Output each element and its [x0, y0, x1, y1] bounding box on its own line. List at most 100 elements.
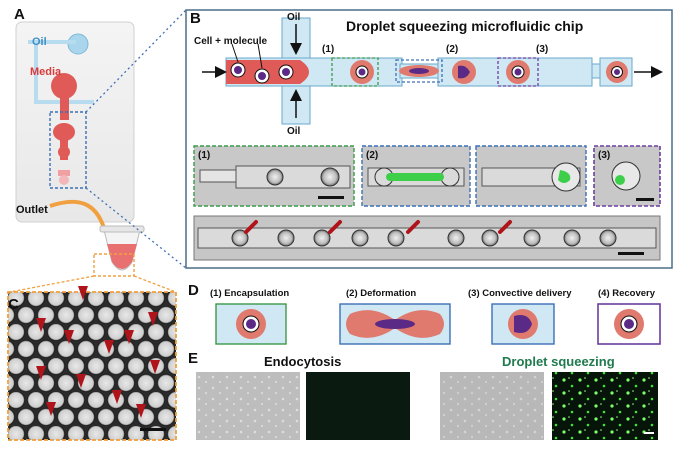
- stage-1-label: (1): [322, 44, 335, 55]
- stage-2-label: (2): [446, 44, 459, 55]
- media-droplet: [58, 146, 70, 158]
- endocytosis-fluorescence: [306, 372, 410, 440]
- micrograph-3-label: (3): [598, 150, 611, 161]
- scale-bar: [636, 198, 654, 201]
- cell-nucleus: [514, 68, 522, 76]
- cell-nucleus: [614, 69, 620, 75]
- micro-droplet: [481, 229, 499, 247]
- micro-droplet: [447, 229, 465, 247]
- arrow-marker: [136, 404, 146, 418]
- oil-top-label: Oil: [287, 12, 301, 23]
- scale-bar-e: [644, 432, 654, 434]
- panel-e: [196, 372, 658, 440]
- scale-bar-c: [140, 428, 166, 431]
- droplet-squeezing-title: Droplet squeezing: [502, 354, 615, 369]
- outlet-tube: [49, 199, 106, 229]
- arrow-marker: [406, 220, 420, 234]
- micrograph-1-label: (1): [198, 150, 211, 161]
- arrow-marker: [104, 340, 114, 354]
- zoom-line-b-bottom: [85, 187, 187, 269]
- green-cell: [615, 175, 625, 185]
- droplet-stage-1: [350, 60, 374, 84]
- step-4-nucleus: [624, 319, 634, 329]
- cells-in-stream: [230, 62, 294, 84]
- outlet-channel: [58, 170, 70, 176]
- arrow-marker: [36, 366, 46, 380]
- zoom-line-c-right: [133, 275, 177, 293]
- scale-bar: [618, 252, 644, 255]
- cell-nucleus: [258, 72, 266, 80]
- constriction-2: [591, 63, 601, 79]
- arrow-marker: [64, 330, 74, 344]
- oil-bottom-label: Oil: [287, 126, 301, 137]
- cell-convective: [458, 65, 470, 79]
- oil-label: Oil: [32, 36, 47, 48]
- micro-droplet: [599, 229, 617, 247]
- micro-droplet: [320, 167, 340, 187]
- micro-droplet: [523, 229, 541, 247]
- strip-channel: [197, 227, 657, 249]
- arrow-marker: [498, 220, 512, 234]
- panel-b-title: Droplet squeezing microfluidic chip: [346, 18, 584, 34]
- micro-droplet: [611, 161, 641, 191]
- cell-deformed: [409, 68, 429, 74]
- arrow-marker: [76, 374, 86, 388]
- micrograph-row: [193, 145, 661, 207]
- step-3-caption: (3) Convective delivery: [468, 288, 572, 299]
- strip-arrows: [244, 220, 512, 234]
- step-1-caption: (1) Encapsulation: [210, 288, 290, 299]
- squeezing-cells: [440, 372, 544, 440]
- media-chamber: [53, 123, 75, 141]
- arrow-marker: [244, 220, 258, 234]
- droplet-stage-2: [395, 59, 443, 83]
- media-label: Media: [30, 66, 62, 78]
- micrograph-strip: [193, 215, 661, 261]
- micro-droplet: [277, 229, 295, 247]
- micrograph-2-label: (2): [366, 150, 379, 161]
- label-pointer: [231, 43, 239, 63]
- oil-channel-vertical: [34, 42, 38, 102]
- outlet-label: Outlet: [16, 204, 48, 216]
- micro-droplet: [351, 229, 369, 247]
- zoom-line-c-left: [9, 275, 95, 293]
- label-pointer: [257, 43, 263, 69]
- squeezing-green-cells: [552, 372, 658, 440]
- droplet-stage-3b: [497, 57, 539, 87]
- endocytosis-title: Endocytosis: [264, 354, 342, 369]
- outlet-droplet: [59, 175, 69, 185]
- panel-d-letter: D: [188, 282, 199, 299]
- arrow-marker: [328, 220, 342, 234]
- droplet-stage-4: [606, 61, 628, 83]
- zoom-box-a: [49, 111, 87, 189]
- arrow-marker: [36, 318, 46, 332]
- stage-1-box: [331, 57, 379, 87]
- cell-nucleus: [282, 68, 290, 76]
- green-cell: [558, 170, 571, 183]
- micro-channel-main: [235, 165, 351, 189]
- stage-2-box: [395, 59, 443, 83]
- step-4-caption: (4) Recovery: [598, 288, 656, 299]
- arrow-marker: [112, 390, 122, 404]
- tube-zoom-box: [93, 253, 135, 277]
- panel-c: [7, 275, 177, 441]
- step-3-cell: [514, 315, 532, 333]
- strip-droplets: [231, 229, 617, 247]
- arrow-marker: [124, 330, 134, 344]
- droplet-stage-3a: [452, 60, 476, 84]
- green-cell-stretched: [386, 173, 444, 181]
- cell-molecule-label: Cell + molecule: [194, 36, 268, 47]
- micro-droplet: [387, 229, 405, 247]
- panel-d: [215, 303, 661, 345]
- arrow-marker: [46, 402, 56, 416]
- panel-a-letter: A: [14, 6, 25, 23]
- emulsion-frame: [7, 291, 177, 441]
- micro-droplet: [313, 229, 331, 247]
- arrow-marker: [150, 360, 160, 374]
- panel-c-letter: C: [8, 296, 19, 313]
- arrow-marker: [78, 286, 88, 300]
- step-2-caption: (2) Deformation: [346, 288, 417, 299]
- panel-b-letter: B: [190, 10, 201, 27]
- stage-3-box: [497, 57, 539, 87]
- step-1-nucleus: [246, 319, 256, 329]
